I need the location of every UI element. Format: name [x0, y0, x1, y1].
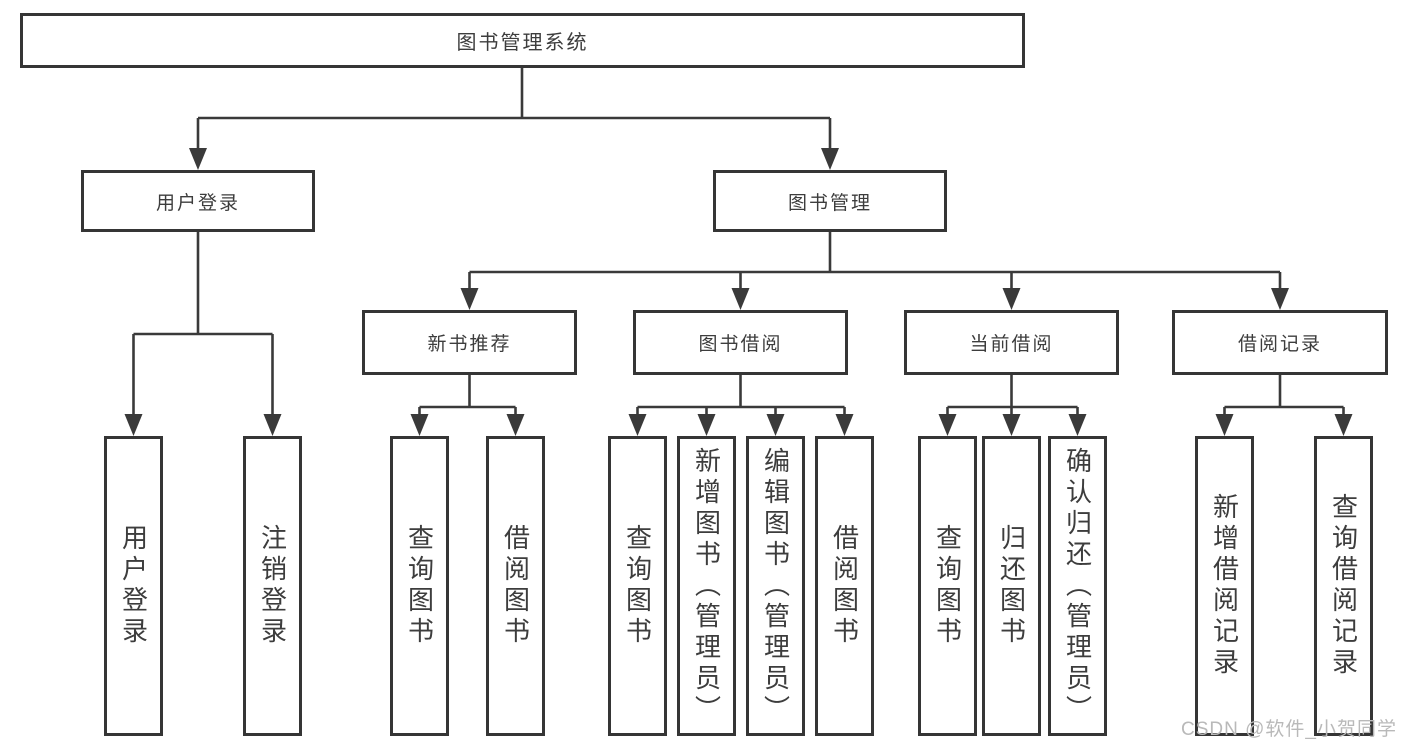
- leaf-label: 新增借阅记录: [1209, 493, 1240, 679]
- leaf-label: 借阅图书: [829, 524, 860, 648]
- leaf-label: 借阅图书: [500, 524, 531, 648]
- node-borrowing-records: 借阅记录: [1172, 310, 1388, 375]
- node-current-borrowing: 当前借阅: [904, 310, 1119, 375]
- leaf-label: 查询图书: [932, 524, 963, 648]
- node-library-management-system: 图书管理系统: [20, 13, 1025, 68]
- leaf-query-books-recommend: 查询图书: [390, 436, 449, 736]
- node-book-management: 图书管理: [713, 170, 947, 232]
- leaf-label: 注销登录: [257, 524, 288, 648]
- leaf-label: 编辑图书（管理员）: [760, 446, 791, 726]
- leaf-label: 查询图书: [622, 524, 653, 648]
- node-label: 新书推荐: [427, 334, 512, 355]
- node-user-login: 用户登录: [81, 170, 315, 232]
- node-label: 借阅记录: [1237, 334, 1322, 355]
- leaf-return-books: 归还图书: [982, 436, 1041, 736]
- leaf-label: 查询借阅记录: [1328, 493, 1359, 679]
- leaf-edit-books-admin: 编辑图书（管理员）: [746, 436, 805, 736]
- leaf-add-books-admin: 新增图书（管理员）: [677, 436, 736, 736]
- leaf-user-login: 用户登录: [104, 436, 163, 736]
- leaf-confirm-return-admin: 确认归还（管理员）: [1048, 436, 1107, 736]
- leaf-borrow-books-recommend: 借阅图书: [486, 436, 545, 736]
- leaf-label: 用户登录: [118, 524, 149, 648]
- node-label: 图书管理: [787, 192, 872, 214]
- leaf-label: 新增图书（管理员）: [691, 446, 722, 726]
- node-label: 用户登录: [155, 192, 240, 214]
- node-book-borrowing: 图书借阅: [633, 310, 848, 375]
- node-new-book-recommendation: 新书推荐: [362, 310, 577, 375]
- leaf-add-borrow-record: 新增借阅记录: [1195, 436, 1254, 736]
- node-label: 图书管理系统: [456, 32, 589, 54]
- leaf-query-borrow-record: 查询借阅记录: [1314, 436, 1373, 736]
- leaf-label: 查询图书: [404, 524, 435, 648]
- leaf-borrow-books: 借阅图书: [815, 436, 874, 736]
- node-label: 当前借阅: [969, 334, 1054, 355]
- node-label: 图书借阅: [698, 334, 783, 355]
- leaf-label: 确认归还（管理员）: [1062, 446, 1093, 726]
- leaf-query-books-current: 查询图书: [918, 436, 977, 736]
- csdn-watermark: CSDN @软件_小贺同学: [1181, 719, 1397, 740]
- leaf-label: 归还图书: [996, 524, 1027, 648]
- leaf-logout-login: 注销登录: [243, 436, 302, 736]
- leaf-query-books-borrowing: 查询图书: [608, 436, 667, 736]
